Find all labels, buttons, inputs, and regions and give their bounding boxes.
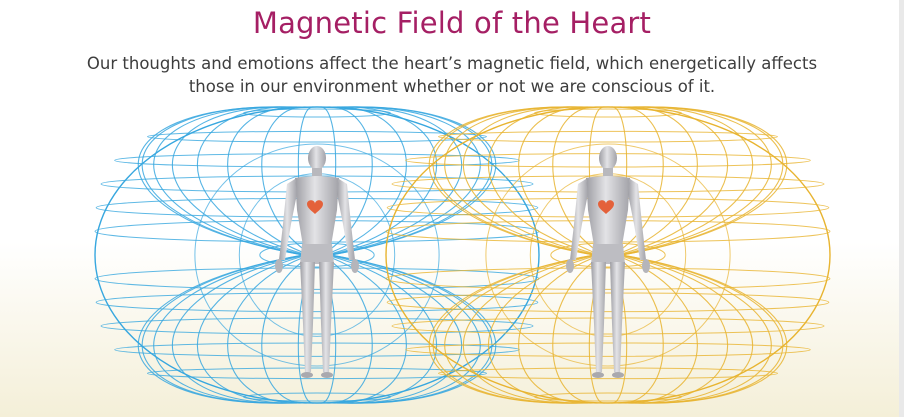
frame-border: [899, 0, 904, 417]
